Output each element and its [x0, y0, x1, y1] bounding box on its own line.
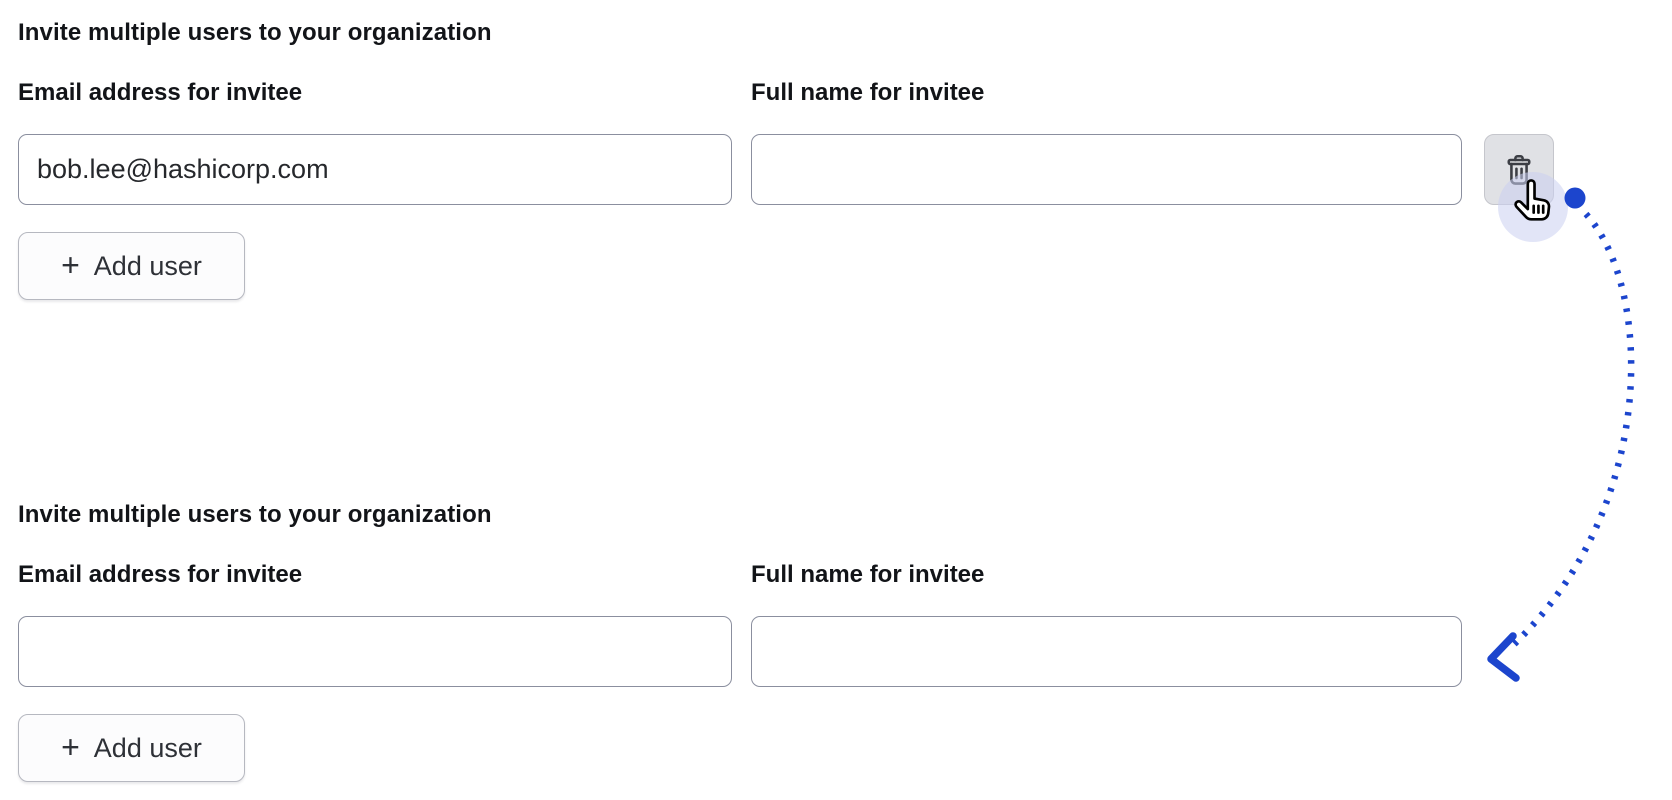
full-name-input[interactable] [751, 134, 1462, 205]
email-label: Email address for invitee [18, 79, 303, 106]
section-heading: Invite multiple users to your organizati… [18, 501, 492, 528]
section-heading: Invite multiple users to your organizati… [18, 19, 492, 46]
arrow-start-dot [1564, 187, 1586, 209]
field-label-row: Email address for invitee Full name for … [18, 560, 1462, 590]
field-input-row [18, 134, 1462, 205]
field-input-row [18, 616, 1462, 687]
email-label: Email address for invitee [18, 561, 303, 588]
arrow-head [1487, 632, 1520, 682]
name-label: Full name for invitee [751, 79, 985, 106]
full-name-input[interactable] [751, 616, 1462, 687]
add-user-button[interactable]: + Add user [18, 714, 245, 782]
arrow-dotted-path [1505, 211, 1635, 653]
name-label: Full name for invitee [751, 561, 985, 588]
field-label-row: Email address for invitee Full name for … [18, 78, 1462, 108]
add-user-button[interactable]: + Add user [18, 232, 245, 300]
delete-row-button[interactable] [1484, 134, 1554, 205]
add-user-label: Add user [93, 250, 202, 281]
email-input[interactable] [18, 134, 732, 205]
email-input[interactable] [18, 616, 732, 687]
plus-icon: + [61, 728, 80, 765]
trash-icon [1504, 154, 1534, 186]
plus-icon: + [61, 246, 80, 283]
add-user-label: Add user [93, 732, 202, 763]
